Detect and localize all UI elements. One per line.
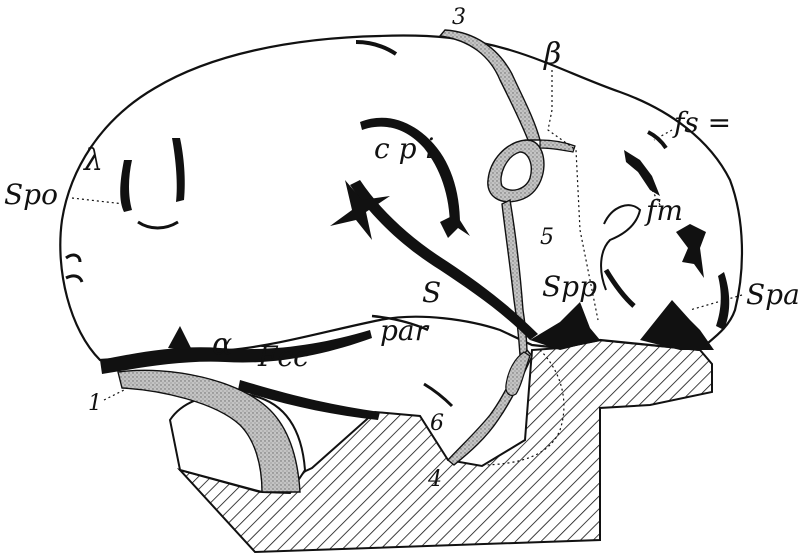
label-spa: Spa <box>746 278 800 311</box>
lower-small-sulcus <box>424 384 452 406</box>
vessel-branch-lower <box>506 352 530 395</box>
sulcus-1-leader <box>104 390 124 400</box>
label-fcc: Fcc <box>257 340 309 373</box>
label-s: S <box>422 276 441 309</box>
label-4: 4 <box>427 467 442 492</box>
label-beta: β <box>543 37 561 72</box>
label-cpi: c p i <box>374 132 434 165</box>
label-lambda: λ <box>83 143 103 178</box>
label-spp: Spp <box>542 270 597 303</box>
label-par: par <box>380 314 430 347</box>
label-6: 6 <box>430 411 444 436</box>
brain-outline <box>60 36 742 360</box>
label-1: 1 <box>88 391 102 416</box>
label-fs: fs = <box>672 106 731 139</box>
label-spo: Spo <box>4 178 58 211</box>
label-3: 3 <box>452 5 466 30</box>
label-alpha: α <box>212 327 232 362</box>
label-fm: fm <box>644 194 683 227</box>
label-5: 5 <box>540 225 554 250</box>
